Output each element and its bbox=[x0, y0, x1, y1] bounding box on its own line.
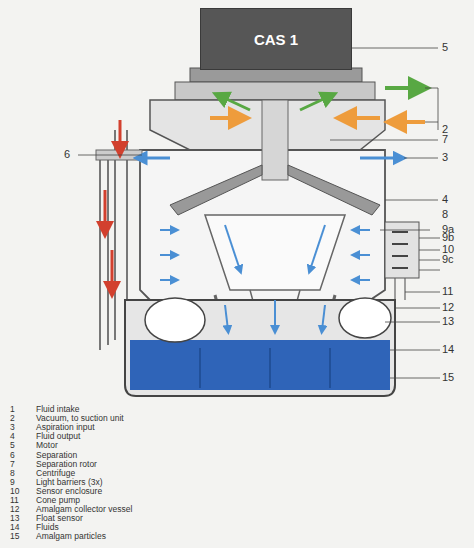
list-text: Amalgam collector vessel bbox=[36, 505, 132, 514]
list-number: 13 bbox=[10, 514, 19, 523]
list-text: Fluids bbox=[36, 523, 59, 532]
callout-number: 9b bbox=[442, 232, 454, 243]
callout-number: 14 bbox=[442, 344, 454, 355]
callout-number: 9c bbox=[442, 254, 454, 265]
list-text: Separation rotor bbox=[36, 460, 97, 469]
callout-number: 11 bbox=[442, 286, 453, 297]
list-text: Amalgam particles bbox=[36, 532, 106, 541]
list-text: Aspiration input bbox=[36, 423, 95, 432]
list-text: Centrifuge bbox=[36, 469, 75, 478]
list-number: 2 bbox=[10, 414, 15, 423]
list-number: 12 bbox=[10, 505, 19, 514]
list-number: 15 bbox=[10, 532, 19, 541]
callout-number: 7 bbox=[442, 134, 448, 145]
callout-number: 12 bbox=[442, 302, 454, 313]
list-number: 7 bbox=[10, 460, 15, 469]
callout-number: 4 bbox=[442, 194, 448, 205]
callout-number: 15 bbox=[442, 372, 454, 383]
list-number: 1 bbox=[10, 405, 15, 414]
list-number: 3 bbox=[10, 423, 15, 432]
list-text: Motor bbox=[36, 441, 58, 450]
list-text: Vacuum, to suction unit bbox=[36, 414, 124, 423]
callout-number: 8 bbox=[442, 209, 448, 220]
list-text: Separation bbox=[36, 451, 77, 460]
list-text: Light barriers (3x) bbox=[36, 478, 103, 487]
callout-number: 5 bbox=[442, 42, 448, 53]
list-number: 4 bbox=[10, 432, 15, 441]
list-text: Sensor enclosure bbox=[36, 487, 102, 496]
list-number: 11 bbox=[10, 496, 19, 505]
callout-number: 6 bbox=[64, 149, 70, 160]
list-text: Fluid output bbox=[36, 432, 80, 441]
motor-label: CAS 1 bbox=[254, 31, 298, 48]
callout-number: 3 bbox=[442, 152, 448, 163]
list-text: Float sensor bbox=[36, 514, 83, 523]
list-number: 8 bbox=[10, 469, 15, 478]
list-text: Fluid intake bbox=[36, 405, 79, 414]
list-number: 6 bbox=[10, 451, 15, 460]
callout-number: 13 bbox=[442, 316, 454, 327]
motor-box: CAS 1 bbox=[200, 8, 352, 70]
list-number: 14 bbox=[10, 523, 19, 532]
list-number: 10 bbox=[10, 487, 19, 496]
list-number: 5 bbox=[10, 441, 15, 450]
list-text: Cone pump bbox=[36, 496, 80, 505]
list-number: 9 bbox=[10, 478, 15, 487]
